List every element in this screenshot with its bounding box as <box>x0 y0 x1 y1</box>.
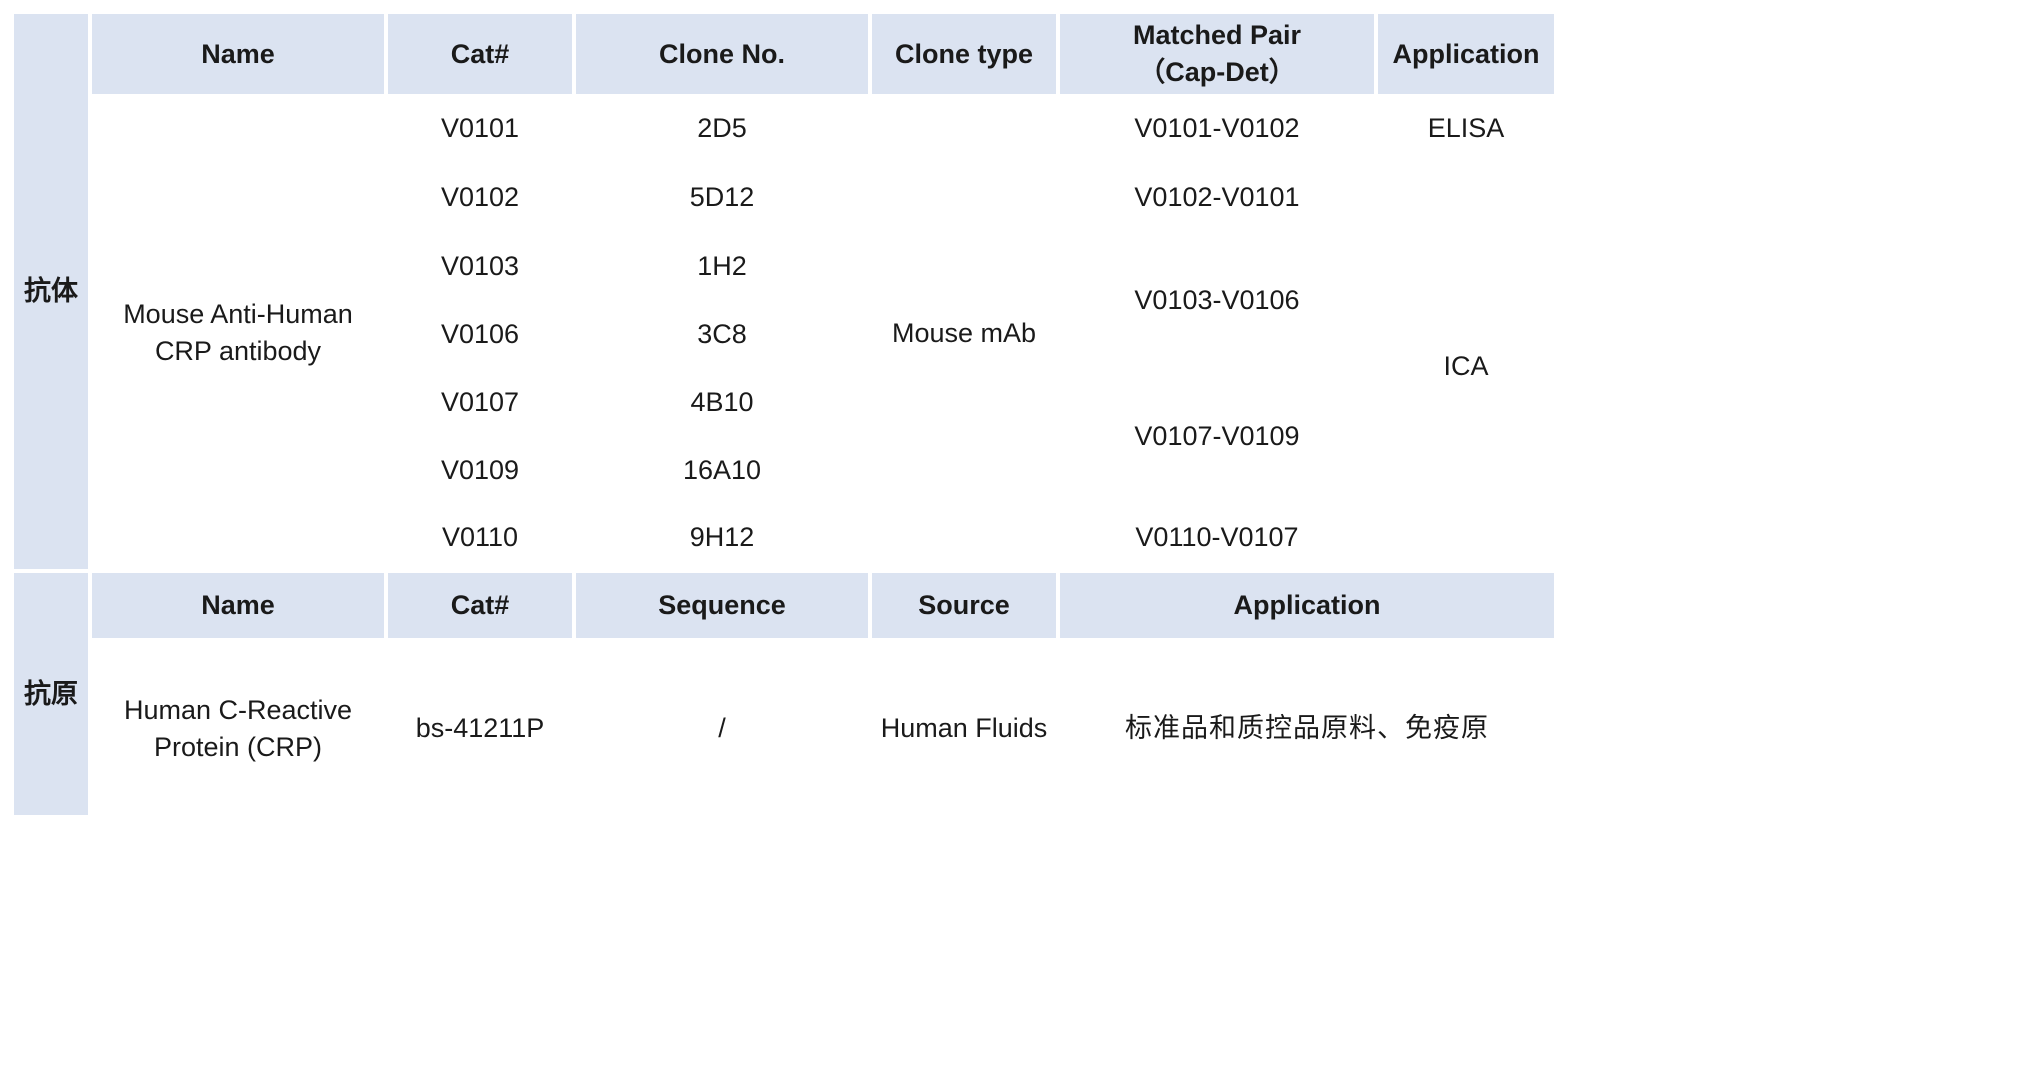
matched-pair-cell: V0110-V0107 <box>1060 506 1374 569</box>
header-name: Name <box>92 14 384 94</box>
matched-pair-cell: V0103-V0106 <box>1060 234 1374 366</box>
application-cell: ELISA <box>1378 97 1554 160</box>
antigen-name: Human C-Reactive Protein (CRP) <box>92 642 384 815</box>
clone-cell: 5D12 <box>576 164 868 230</box>
antigen-sequence: / <box>576 642 868 815</box>
antigen-application: 标准品和质控品原料、免疫原 <box>1060 642 1554 815</box>
cat-cell: V0110 <box>388 506 572 569</box>
antigen-source: Human Fluids <box>872 642 1056 815</box>
antigen-cat: bs-41211P <box>388 642 572 815</box>
antigen-header-source: Source <box>872 573 1056 638</box>
header-clone-type: Clone type <box>872 14 1056 94</box>
header-cat: Cat# <box>388 14 572 94</box>
antigen-section-label: 抗原 <box>14 573 88 815</box>
clone-cell: 4B10 <box>576 370 868 434</box>
clone-cell: 1H2 <box>576 234 868 298</box>
application-cell: ICA <box>1378 164 1554 569</box>
matched-pair-cell: V0107-V0109 <box>1060 370 1374 502</box>
antigen-header-cat: Cat# <box>388 573 572 638</box>
antibody-name: Mouse Anti-Human CRP antibody <box>92 97 384 569</box>
antigen-header-name: Name <box>92 573 384 638</box>
cat-cell: V0106 <box>388 302 572 366</box>
antigen-header-application: Application <box>1060 573 1554 638</box>
clone-cell: 2D5 <box>576 97 868 160</box>
cat-cell: V0107 <box>388 370 572 434</box>
header-matched-pair: Matched Pair （Cap-Det） <box>1060 14 1374 94</box>
antigen-header-sequence: Sequence <box>576 573 868 638</box>
clone-cell: 3C8 <box>576 302 868 366</box>
clone-type-value: Mouse mAb <box>872 97 1056 569</box>
cat-cell: V0103 <box>388 234 572 298</box>
header-application: Application <box>1378 14 1554 94</box>
clone-cell: 16A10 <box>576 438 868 502</box>
matched-pair-cell: V0102-V0101 <box>1060 164 1374 230</box>
cat-cell: V0102 <box>388 164 572 230</box>
cat-cell: V0101 <box>388 97 572 160</box>
clone-cell: 9H12 <box>576 506 868 569</box>
cat-cell: V0109 <box>388 438 572 502</box>
header-clone-no: Clone No. <box>576 14 868 94</box>
antibody-section-label: 抗体 <box>14 14 88 569</box>
matched-pair-cell: V0101-V0102 <box>1060 97 1374 160</box>
